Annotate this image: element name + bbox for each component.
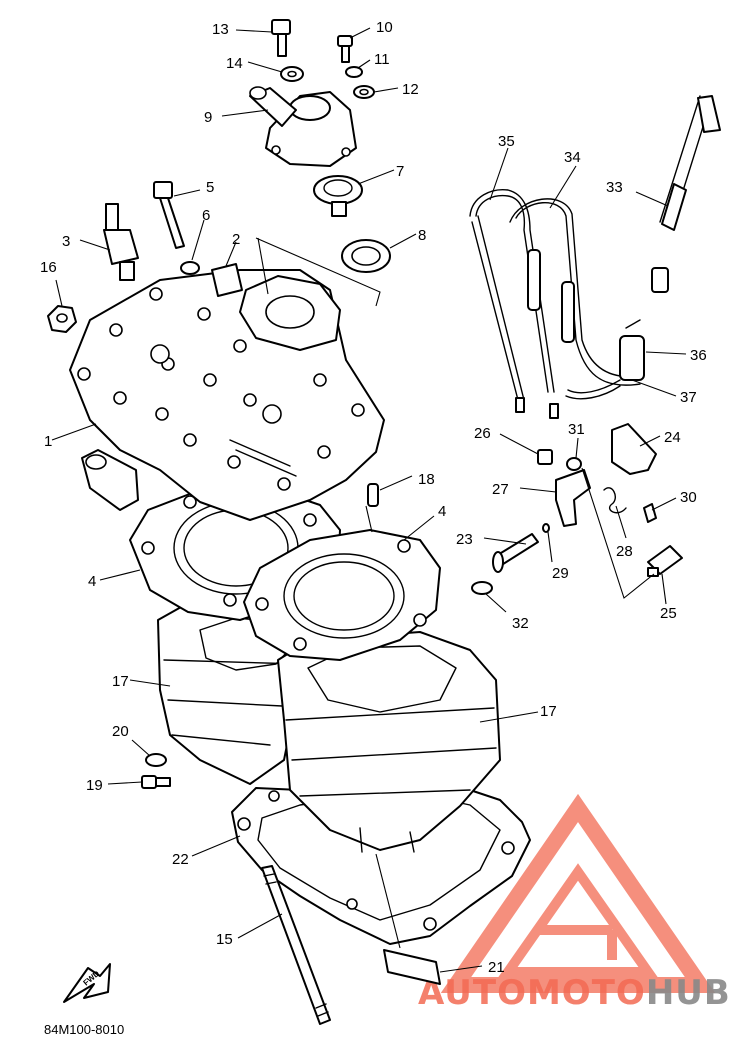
cable-33 — [651, 95, 721, 293]
cable-35 — [469, 189, 559, 419]
callout-17-front: 17 — [540, 703, 557, 720]
callout-21: 21 — [488, 959, 505, 976]
callout-25: 25 — [660, 605, 677, 622]
callout-29: 29 — [552, 565, 569, 582]
leader-lines — [51, 27, 687, 973]
callout-15: 15 — [216, 931, 233, 948]
automotohub-watermark: AUTOMOTOHUB — [418, 793, 731, 1013]
bolt-13 — [271, 19, 291, 57]
head-bolt-holes — [77, 287, 365, 491]
callout-7: 7 — [396, 163, 404, 180]
valve-rod-23 — [492, 533, 539, 573]
callout-2: 2 — [232, 231, 240, 248]
bolt-10 — [337, 35, 353, 63]
callout-16: 16 — [40, 259, 57, 276]
pin-29 — [542, 523, 550, 533]
dowel-21 — [383, 949, 441, 985]
spring-28 — [603, 487, 627, 514]
callout-labels: 1 3 4 4 5 6 2 7 8 9 10 11 12 13 14 15 16… — [40, 19, 707, 976]
callout-4-rear: 4 — [88, 573, 96, 590]
spark-plug-3 — [103, 203, 139, 281]
watermark-text-dark: HUB — [646, 973, 731, 1013]
callout-5: 5 — [206, 179, 214, 196]
callout-24: 24 — [664, 429, 681, 446]
head-gasket-4-front — [243, 529, 441, 661]
callout-26: 26 — [474, 425, 491, 442]
lever-27 — [555, 469, 591, 527]
callout-32: 32 — [512, 615, 529, 632]
callout-33: 33 — [606, 179, 623, 196]
bracket-24 — [611, 423, 657, 475]
callout-14: 14 — [226, 55, 243, 72]
cylinder-head-1 — [69, 269, 385, 521]
watermark-text-accent: AUTOMOTO — [418, 973, 646, 1013]
callout-37: 37 — [680, 389, 697, 406]
nut-16 — [47, 305, 77, 333]
callout-10: 10 — [376, 19, 393, 36]
callout-30: 30 — [680, 489, 697, 506]
washer-11 — [345, 66, 363, 78]
forward-arrow-icon: FWD — [63, 963, 111, 1003]
stud-bolt-15 — [261, 865, 331, 1025]
callout-8: 8 — [418, 227, 426, 244]
callout-12: 12 — [402, 81, 419, 98]
callout-18: 18 — [418, 471, 435, 488]
pin-30 — [643, 503, 657, 523]
callout-23: 23 — [456, 531, 473, 548]
washer-14 — [280, 66, 304, 82]
callout-9: 9 — [204, 109, 212, 126]
washer-20 — [145, 753, 167, 767]
cable-34 — [509, 198, 641, 386]
callout-13: 13 — [212, 21, 229, 38]
cable-37 — [565, 379, 621, 400]
callout-27: 27 — [492, 481, 509, 498]
callout-17-rear: 17 — [112, 673, 129, 690]
seal-8 — [341, 239, 391, 273]
washer-6 — [180, 261, 200, 275]
sensor-25 — [647, 545, 683, 577]
callout-28: 28 — [616, 543, 633, 560]
callout-1: 1 — [44, 433, 52, 450]
watermark-text: AUTOMOTOHUB — [418, 973, 731, 1013]
callout-35: 35 — [498, 133, 515, 150]
watermark-logo-triangle — [440, 793, 716, 993]
dowel-pin-18 — [367, 483, 379, 507]
cable-36 — [619, 319, 645, 381]
callout-3: 3 — [62, 233, 70, 250]
callout-22: 22 — [172, 851, 189, 868]
callout-11: 11 — [374, 51, 390, 68]
part-code: 84M100-8010 — [44, 1022, 124, 1037]
callout-36: 36 — [690, 347, 707, 364]
washer-12 — [353, 85, 375, 99]
bolt-26 — [537, 449, 553, 465]
callout-6: 6 — [202, 207, 210, 224]
bolt-5 — [153, 181, 185, 249]
fitting-2 — [211, 263, 243, 297]
callout-19: 19 — [86, 777, 103, 794]
thermostat-7 — [313, 175, 363, 217]
callout-4-front: 4 — [438, 503, 446, 520]
bolt-19 — [141, 775, 171, 789]
collar-31 — [566, 457, 582, 471]
washer-32 — [471, 581, 493, 595]
callout-20: 20 — [112, 723, 129, 740]
thermostat-cover-9 — [249, 86, 357, 167]
callout-31: 31 — [568, 421, 585, 438]
callout-34: 34 — [564, 149, 581, 166]
